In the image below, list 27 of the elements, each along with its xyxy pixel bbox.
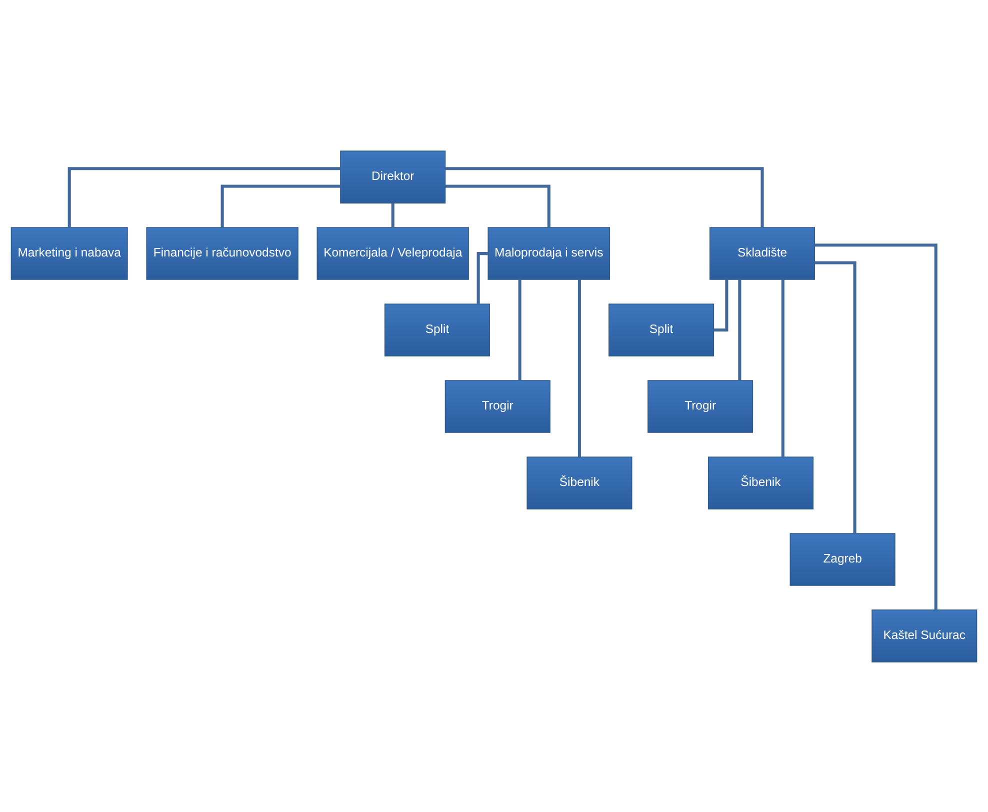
node-box: Marketing i nabava (10, 226, 128, 280)
connector (814, 260, 856, 533)
connector (476, 252, 488, 304)
connector (814, 243, 938, 610)
node-box: Zagreb (790, 532, 896, 586)
connector (220, 184, 340, 228)
connector (518, 279, 522, 380)
node-box: Trogir (648, 380, 754, 432)
connector (781, 279, 784, 456)
node-box: Financije i računovodstvo (146, 226, 298, 280)
connector (578, 279, 581, 456)
node-box: Kaštel Sućurac (872, 609, 978, 662)
connector (68, 166, 340, 227)
node-box: Šibenik (526, 456, 632, 509)
node-box: Split (384, 303, 490, 356)
connector (445, 166, 764, 227)
node-box: Maloprodaja i servis (488, 226, 610, 280)
node-box: Skladište (709, 226, 816, 280)
node-box: Split (608, 303, 714, 356)
connector (738, 279, 742, 380)
node-box: Trogir (444, 380, 550, 432)
node-box: Komercijala / Veleprodaja (316, 226, 469, 280)
connector (391, 202, 394, 227)
node-box: Direktor (340, 150, 446, 203)
connector (714, 279, 728, 332)
node-box: Šibenik (708, 456, 814, 509)
connector (445, 184, 550, 228)
